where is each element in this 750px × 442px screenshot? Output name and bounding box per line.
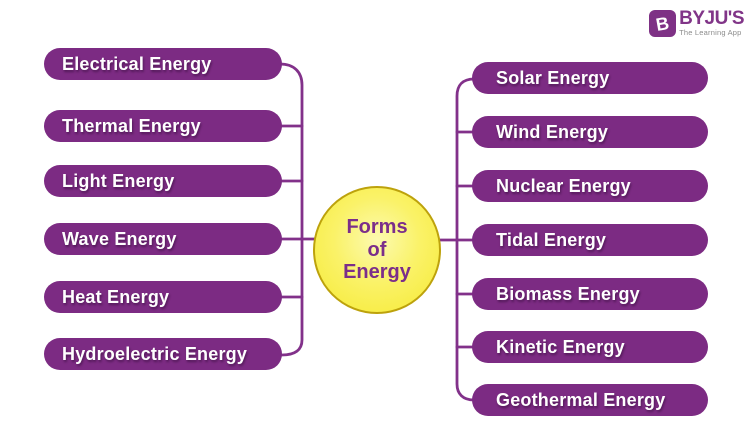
energy-node-light: Light Energy xyxy=(44,165,282,197)
center-node-title: Forms of Energy xyxy=(343,216,411,283)
center-title-line-3: Energy xyxy=(343,261,411,284)
energy-node-label: Electrical Energy xyxy=(62,53,212,74)
energy-node-label: Light Energy xyxy=(62,170,175,191)
energy-node-thermal: Thermal Energy xyxy=(44,110,282,142)
energy-node-wind: Wind Energy xyxy=(472,116,708,148)
byjus-tagline: The Learning App xyxy=(679,28,742,37)
energy-node-label: Thermal Energy xyxy=(62,115,201,136)
byjus-brand-name: BYJU'S xyxy=(679,8,744,29)
energy-node-wave: Wave Energy xyxy=(44,223,282,255)
energy-node-label: Heat Energy xyxy=(62,286,170,307)
energy-node-label: Nuclear Energy xyxy=(496,175,631,196)
byjus-b-icon-letter: B xyxy=(654,12,671,35)
energy-node-biomass: Biomass Energy xyxy=(472,278,708,310)
byjus-b-icon: B xyxy=(649,10,677,37)
energy-node-nuclear: Nuclear Energy xyxy=(472,170,708,202)
energy-node-label: Hydroelectric Energy xyxy=(62,343,248,364)
energy-node-label: Solar Energy xyxy=(496,67,610,88)
energy-node-heat: Heat Energy xyxy=(44,281,282,313)
energy-node-kinetic: Kinetic Energy xyxy=(472,331,708,363)
left-spine-line xyxy=(278,62,304,357)
energy-node-label: Wind Energy xyxy=(496,121,609,142)
energy-node-label: Kinetic Energy xyxy=(496,336,625,357)
energy-node-tidal: Tidal Energy xyxy=(472,224,708,256)
energy-node-solar: Solar Energy xyxy=(472,62,708,94)
energy-node-label: Wave Energy xyxy=(62,228,177,249)
energy-node-label: Geothermal Energy xyxy=(496,389,666,410)
energy-node-electrical: Electrical Energy xyxy=(44,48,282,80)
energy-node-label: Biomass Energy xyxy=(496,283,640,304)
byjus-logo-text: BYJU'S The Learning App xyxy=(679,9,744,37)
center-title-line-1: Forms xyxy=(346,216,408,239)
energy-node-geothermal: Geothermal Energy xyxy=(472,384,708,416)
center-node-forms-of-energy: Forms of Energy xyxy=(313,186,441,314)
energy-node-label: Tidal Energy xyxy=(496,229,607,250)
byjus-logo: B BYJU'S The Learning App xyxy=(649,9,744,37)
energy-node-hydroelectric: Hydroelectric Energy xyxy=(44,338,282,370)
center-title-line-2: of xyxy=(367,238,387,261)
